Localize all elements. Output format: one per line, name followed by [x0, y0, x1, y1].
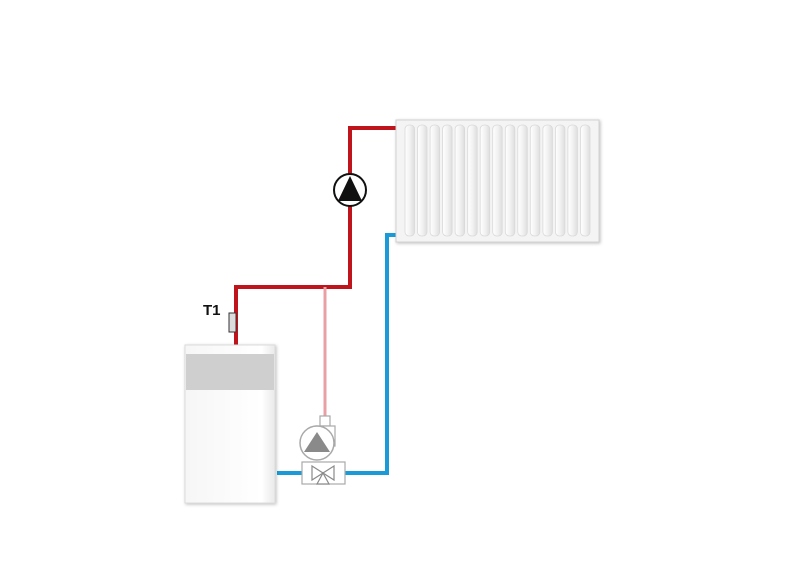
radiator-fin	[442, 124, 453, 237]
radiator-fin	[417, 124, 428, 237]
radiator-fin	[492, 124, 503, 237]
radiator-fin	[454, 124, 466, 237]
radiator-fins	[404, 124, 591, 237]
radiator-fin	[504, 124, 516, 237]
boiler-panel	[186, 354, 274, 390]
pump-mixing-valve-unit	[299, 415, 346, 485]
radiator-fin	[517, 124, 528, 237]
radiator-fin	[567, 124, 578, 237]
supply-pipe	[234, 126, 398, 345]
return-pipe	[345, 233, 398, 475]
radiator-fin	[580, 124, 591, 237]
radiator-fin	[542, 124, 553, 237]
radiator-fin	[467, 124, 478, 237]
radiator	[395, 119, 600, 243]
circulation-pump-icon	[333, 173, 367, 207]
radiator-fin	[555, 124, 566, 237]
radiator-fin	[404, 124, 415, 237]
sensor-label-t1: T1	[203, 302, 221, 319]
boiler	[184, 344, 276, 504]
mixing-valve-icon	[311, 464, 335, 485]
radiator-fin	[429, 124, 441, 237]
temperature-sensor-icon	[228, 312, 237, 333]
radiator-fin	[529, 124, 541, 237]
radiator-fin	[479, 124, 491, 237]
